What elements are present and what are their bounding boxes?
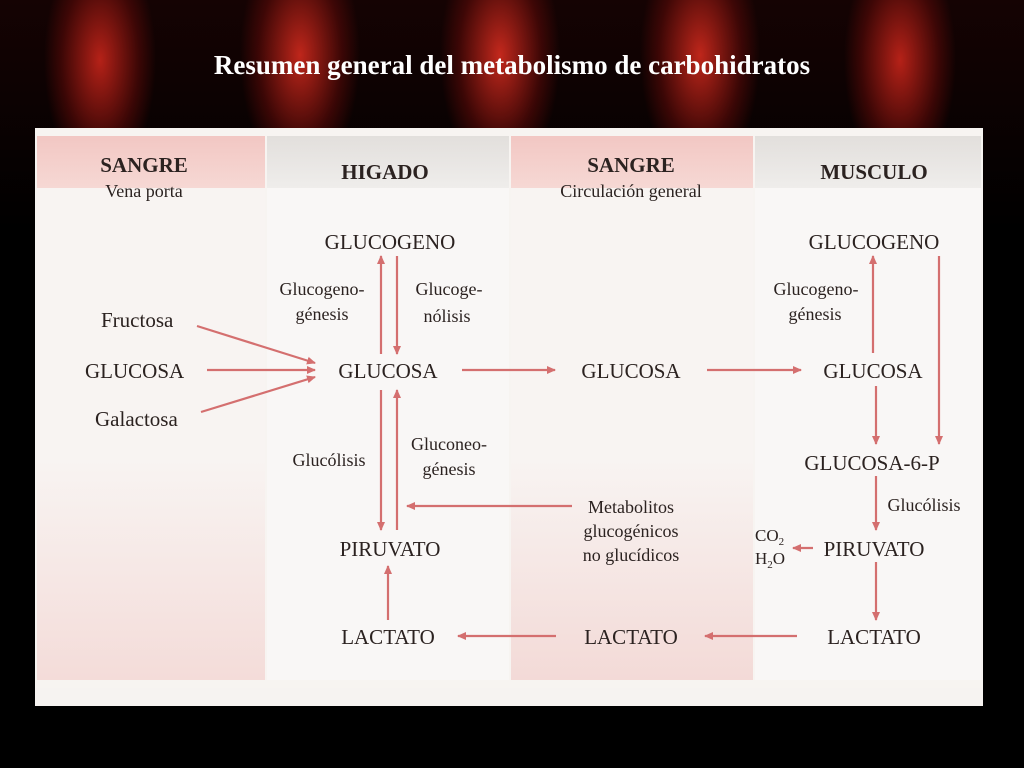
slide-title: Resumen general del metabolismo de carbo… <box>213 50 811 80</box>
column-header-band-sangre-general <box>511 136 753 188</box>
node-glucogeno-musculo: GLUCOGENO <box>809 230 940 254</box>
arrow-galactosa-to-glucosa-higado <box>200 375 316 414</box>
node-glucosa-circulacion: GLUCOSA <box>581 359 681 383</box>
column-header-band-sangre-porta <box>37 136 265 188</box>
node-glucogeno-higado: GLUCOGENO <box>325 230 456 254</box>
node-metabolitos-2: glucogénicos <box>584 521 679 541</box>
header-sangre-general: SANGRE <box>587 153 675 177</box>
arrow-fructosa-to-glucosa-higado <box>196 324 316 365</box>
column-area-musculo <box>755 188 981 680</box>
subheader-vena-porta: Vena porta <box>105 181 182 201</box>
node-galactosa: Galactosa <box>95 407 178 431</box>
header-sangre-porta: SANGRE <box>100 153 188 177</box>
label-glucogenogenesis-musculo-1: Glucogeno- <box>774 279 859 299</box>
column-header-band-musculo <box>755 136 981 188</box>
label-glucogenogenesis-musculo-2: génesis <box>789 304 842 324</box>
node-glucosa-higado: GLUCOSA <box>338 359 438 383</box>
column-area-sangre-porta <box>37 188 265 680</box>
label-glucogenolisis-higado-1: Glucoge- <box>416 279 483 299</box>
node-glucosa-vena-porta: GLUCOSA <box>85 359 185 383</box>
node-lactato-musculo: LACTATO <box>827 625 921 649</box>
panel-footer <box>35 688 983 706</box>
column-header-band-higado <box>267 136 509 188</box>
metabolism-diagram: SANGRE Vena porta HIGADO SANGRE Circulac… <box>85 153 961 649</box>
header-higado: HIGADO <box>341 160 429 184</box>
label-gluconeogenesis-higado-1: Gluconeo- <box>411 434 487 454</box>
subheader-circulacion-general: Circulación general <box>560 181 701 201</box>
label-glucogenogenesis-higado-1: Glucogeno- <box>280 279 365 299</box>
node-h2o: H2O <box>755 549 785 571</box>
label-glucolisis-musculo: Glucólisis <box>887 495 960 515</box>
node-lactato-higado: LACTATO <box>341 625 435 649</box>
node-glucosa-musculo: GLUCOSA <box>823 359 923 383</box>
column-area-sangre-general <box>511 188 753 680</box>
label-glucolisis-higado: Glucólisis <box>292 450 365 470</box>
node-fructosa: Fructosa <box>101 308 174 332</box>
label-gluconeogenesis-higado-2: génesis <box>423 459 476 479</box>
node-metabolitos-1: Metabolitos <box>588 497 674 517</box>
label-glucogenogenesis-higado-2: génesis <box>296 304 349 324</box>
node-glucosa-6-p: GLUCOSA-6-P <box>804 451 939 475</box>
label-glucogenolisis-higado-2: nólisis <box>423 306 470 326</box>
node-co2: CO2 <box>755 526 784 548</box>
node-lactato-circulacion: LACTATO <box>584 625 678 649</box>
node-piruvato-higado: PIRUVATO <box>340 537 441 561</box>
node-metabolitos-3: no glucídicos <box>583 545 680 565</box>
header-musculo: MUSCULO <box>820 160 927 184</box>
node-piruvato-musculo: PIRUVATO <box>824 537 925 561</box>
